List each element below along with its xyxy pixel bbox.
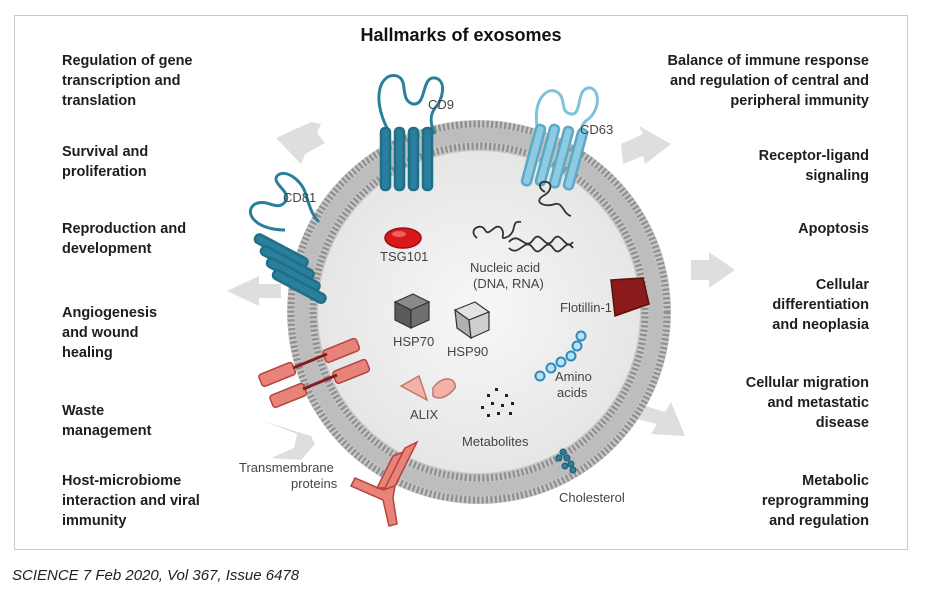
nucleic-acid-icon [472, 180, 574, 253]
transmembrane-label-1: Transmembrane [239, 460, 334, 475]
cd63-label: CD63 [580, 122, 613, 137]
right-hallmark-3: Apoptosis [798, 221, 869, 237]
amino-acid-chain [534, 330, 587, 382]
transmembrane-ladder [258, 337, 371, 409]
cd81-tetraspanin [248, 171, 327, 304]
metabolites-label: Metabolites [462, 434, 529, 449]
alix-label: ALIX [410, 407, 439, 422]
amino-label-2: acids [557, 385, 588, 400]
transmembrane-label-2: proteins [291, 476, 338, 491]
tsg101-highlight [392, 231, 406, 237]
arrow-top-right [621, 126, 671, 164]
cd81-label: CD81 [283, 190, 316, 205]
flotillin-protein [610, 277, 650, 318]
amino-label-1: Amino [555, 369, 592, 384]
tsg101-label: TSG101 [380, 249, 428, 264]
alix-protein [399, 374, 456, 402]
arrow-right [691, 252, 735, 288]
cd9-tetraspanin [377, 74, 444, 192]
arrow-bottom-left [263, 421, 315, 460]
metabolites-dots [481, 388, 514, 417]
hsp90-cube [453, 301, 491, 340]
hsp90-label: HSP90 [447, 344, 488, 359]
arrow-bottom-right [633, 402, 685, 436]
cholesterol-molecule [555, 448, 577, 474]
flotillin-label: Flotillin-1 [560, 300, 612, 315]
nucleic-acid-label-1: Nucleic acid [470, 260, 540, 275]
y-transmembrane-protein [349, 440, 419, 527]
figure-panel: CD9 CD63 CD81 TSG101 N [14, 15, 908, 550]
cholesterol-label: Cholesterol [559, 490, 625, 505]
tsg101-protein [384, 227, 422, 249]
outward-arrows [227, 122, 735, 460]
citation-caption: SCIENCE 7 Feb 2020, Vol 367, Issue 6478 [12, 567, 300, 584]
diagram-title: Hallmarks of exosomes [360, 25, 562, 45]
cd9-label: CD9 [428, 97, 454, 112]
cd63-tetraspanin [520, 86, 599, 191]
nucleic-acid-label-2: (DNA, RNA) [473, 276, 544, 291]
arrow-top-left [276, 122, 325, 164]
hsp70-cube [393, 293, 431, 329]
hsp70-label: HSP70 [393, 334, 434, 349]
exosome-diagram: CD9 CD63 CD81 TSG101 N [227, 74, 735, 527]
arrow-left [227, 276, 281, 306]
